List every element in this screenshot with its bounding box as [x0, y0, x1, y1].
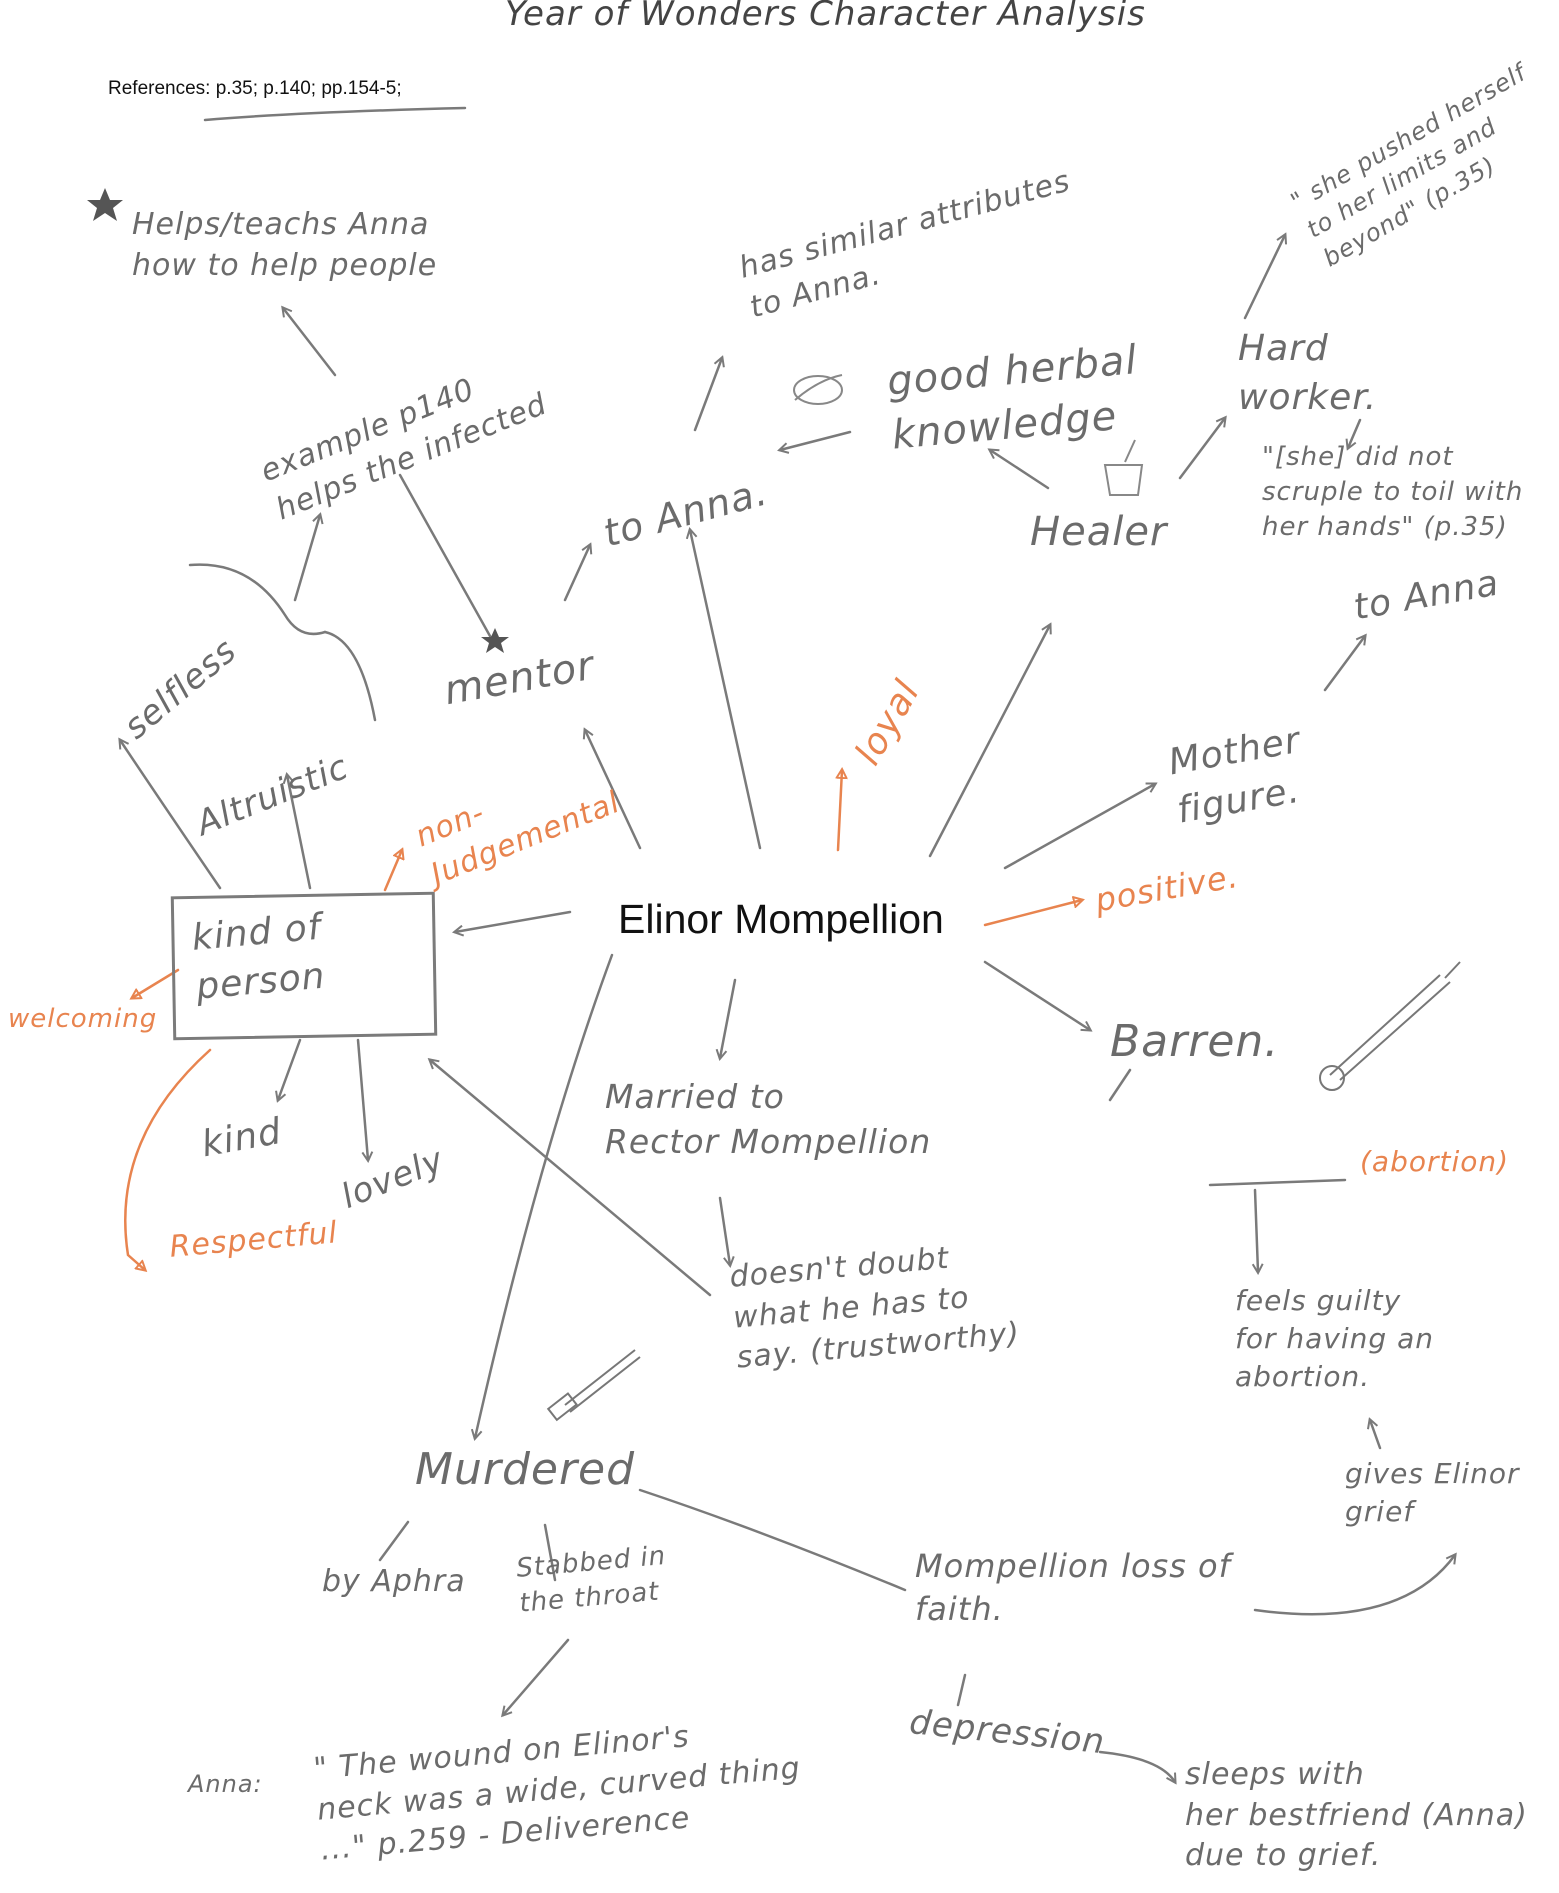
- node-feels-guilty: feels guilty for having an abortion.: [1235, 1284, 1434, 1393]
- arrow-to-selfless: [120, 740, 222, 890]
- node-welcoming: welcoming: [8, 1004, 158, 1034]
- arrow-healer-to-herbal: [990, 450, 1050, 490]
- node-married: Married to Rector Mompellion: [605, 1077, 932, 1161]
- node-abortion: (abortion): [1360, 1145, 1510, 1178]
- node-barren: Barren.: [1110, 1016, 1280, 1067]
- mortar-icon: [1103, 439, 1144, 496]
- arrow-loss-to-gives-grief: [1253, 1555, 1455, 1616]
- node-stabbed: Stabbed in the throat: [515, 1540, 668, 1619]
- syringe-icon: [1319, 961, 1461, 1091]
- arrow-to-positive: [983, 900, 1082, 927]
- arrow-to-helps-teachs: [283, 308, 337, 377]
- node-by-aphra: by Aphra: [322, 1564, 466, 1599]
- line-abortion: [1208, 1178, 1347, 1187]
- brace-top: [188, 563, 327, 636]
- arrow-trustworthy-to-kind-of-person: [430, 1060, 712, 1297]
- arrow-to-quote-toil: [1348, 418, 1362, 448]
- arrow-to-quote-wound: [503, 1638, 570, 1715]
- arrow-herbal-to-anna: [780, 430, 852, 450]
- node-sleeps-with: sleeps with her bestfriend (Anna) due to…: [1185, 1757, 1528, 1873]
- arrow-center-to-married: [720, 978, 737, 1058]
- arrow-mother-to-anna: [1323, 636, 1365, 692]
- arrow-to-example: [293, 515, 320, 602]
- barren-mark: [1108, 1068, 1132, 1102]
- arrow-to-kind: [278, 1038, 302, 1100]
- brace-right: [323, 630, 377, 722]
- arrow-center-to-murdered: [475, 953, 614, 1438]
- arrow-to-non-judgemental: [383, 850, 402, 892]
- node-good-herbal: good herbal knowledge: [885, 337, 1140, 459]
- arrow-to-welcoming: [132, 968, 180, 998]
- node-quote-wound-prefix: Anna:: [188, 1770, 263, 1798]
- line-stabbed: [543, 1523, 557, 1582]
- arrow-to-quote-pushed: [1243, 235, 1285, 320]
- references-underline: [203, 106, 467, 122]
- arrow-center-to-anna: [690, 530, 762, 850]
- node-hard-worker: Hard worker.: [1238, 328, 1378, 418]
- line-by-aphra: [378, 1520, 410, 1562]
- references-line: References: p.35; p.140; pp.154-5;: [108, 78, 402, 99]
- arrow-to-sleeps-with: [1098, 1750, 1175, 1782]
- page-title: Year of Wonders Character Analysis: [505, 0, 1146, 34]
- line-loss-to-depression: [956, 1673, 967, 1707]
- star-icon: [87, 188, 123, 221]
- line-example-to-mentor: [398, 473, 497, 647]
- node-healer: Healer: [1030, 509, 1168, 555]
- arrow-to-feels-guilty: [1255, 1188, 1258, 1272]
- arrow-center-to-barren: [983, 960, 1090, 1030]
- arrow-to-loyal: [838, 770, 842, 852]
- herb-bowl-icon: [793, 374, 843, 405]
- node-doesnt-doubt: doesn't doubt what he has to say. (trust…: [728, 1240, 1022, 1376]
- arrow-healer-to-hard-worker: [1178, 418, 1225, 480]
- arrow-married-to-doesnt-doubt: [718, 1196, 730, 1265]
- node-quote-toil: "[she] did not scruple to toil with her …: [1262, 442, 1524, 543]
- arrow-center-to-kind-of-person: [455, 910, 572, 932]
- node-murdered: Murdered: [415, 1444, 636, 1495]
- arrow-mentor-to-anna: [563, 545, 590, 602]
- arrow-to-altruistic: [287, 775, 312, 890]
- knife-icon: [546, 1349, 641, 1422]
- node-kind-of-person: kind of person: [190, 906, 327, 1008]
- arrow-to-lovely: [356, 1038, 368, 1160]
- arrow-center-to-healer: [928, 625, 1050, 858]
- star-icon: [481, 628, 509, 653]
- arrow-to-has-similar: [693, 358, 722, 432]
- line-murdered-to-loss: [638, 1488, 907, 1592]
- arrow-gives-grief-to-feels-guilty: [1370, 1420, 1382, 1450]
- arrow-to-respectful: [124, 1048, 212, 1270]
- arrow-center-to-mentor: [585, 730, 642, 850]
- node-loss-of-faith: Mompellion loss of faith.: [915, 1547, 1231, 1629]
- center-node: Elinor Mompellion: [618, 896, 944, 942]
- arrow-center-to-mother-figure: [1003, 784, 1155, 870]
- node-helps-teachs: Helps/teachs Anna how to help people: [132, 207, 438, 283]
- node-gives-grief: gives Elinor grief: [1345, 1457, 1520, 1528]
